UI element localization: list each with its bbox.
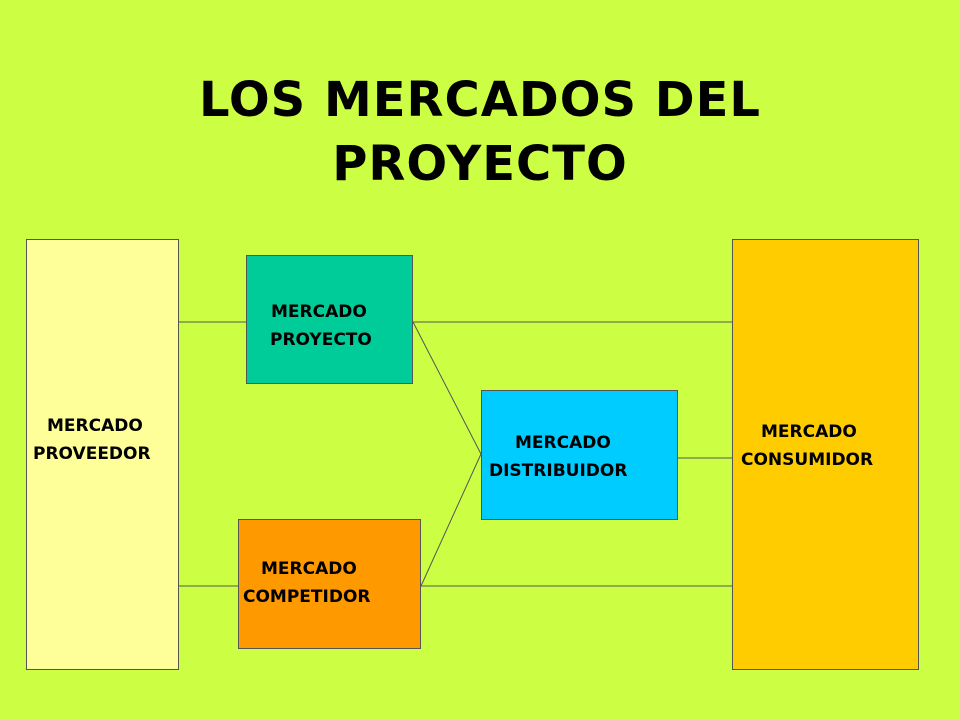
slide-title: LOS MERCADOS DEL PROYECTO xyxy=(0,68,960,196)
node-mercado-distribuidor: MERCADO DISTRIBUIDOR xyxy=(481,390,678,520)
slide-title-line-1: LOS MERCADOS DEL xyxy=(199,72,761,128)
node-distribuidor-line-1: MERCADO xyxy=(515,433,611,453)
node-competidor-line-1: MERCADO xyxy=(261,559,357,579)
node-mercado-proyecto: MERCADO PROYECTO xyxy=(246,255,413,384)
node-proveedor-line-2: PROVEEDOR xyxy=(33,444,151,464)
node-mercado-consumidor: MERCADO CONSUMIDOR xyxy=(732,239,919,670)
connector-competidor-distribuidor xyxy=(420,453,482,587)
node-proyecto-line-2: PROYECTO xyxy=(270,330,372,350)
node-consumidor-line-1: MERCADO xyxy=(761,422,857,442)
node-proyecto-line-1: MERCADO xyxy=(271,302,367,322)
slide-title-line-2: PROYECTO xyxy=(332,136,628,192)
connector-proyecto-distribuidor xyxy=(412,321,482,455)
node-mercado-proveedor: MERCADO PROVEEDOR xyxy=(26,239,179,670)
node-consumidor-line-2: CONSUMIDOR xyxy=(741,450,874,470)
node-mercado-competidor: MERCADO COMPETIDOR xyxy=(238,519,421,649)
node-competidor-line-2: COMPETIDOR xyxy=(243,587,371,607)
node-proveedor-line-1: MERCADO xyxy=(47,416,143,436)
node-distribuidor-line-2: DISTRIBUIDOR xyxy=(489,461,628,481)
